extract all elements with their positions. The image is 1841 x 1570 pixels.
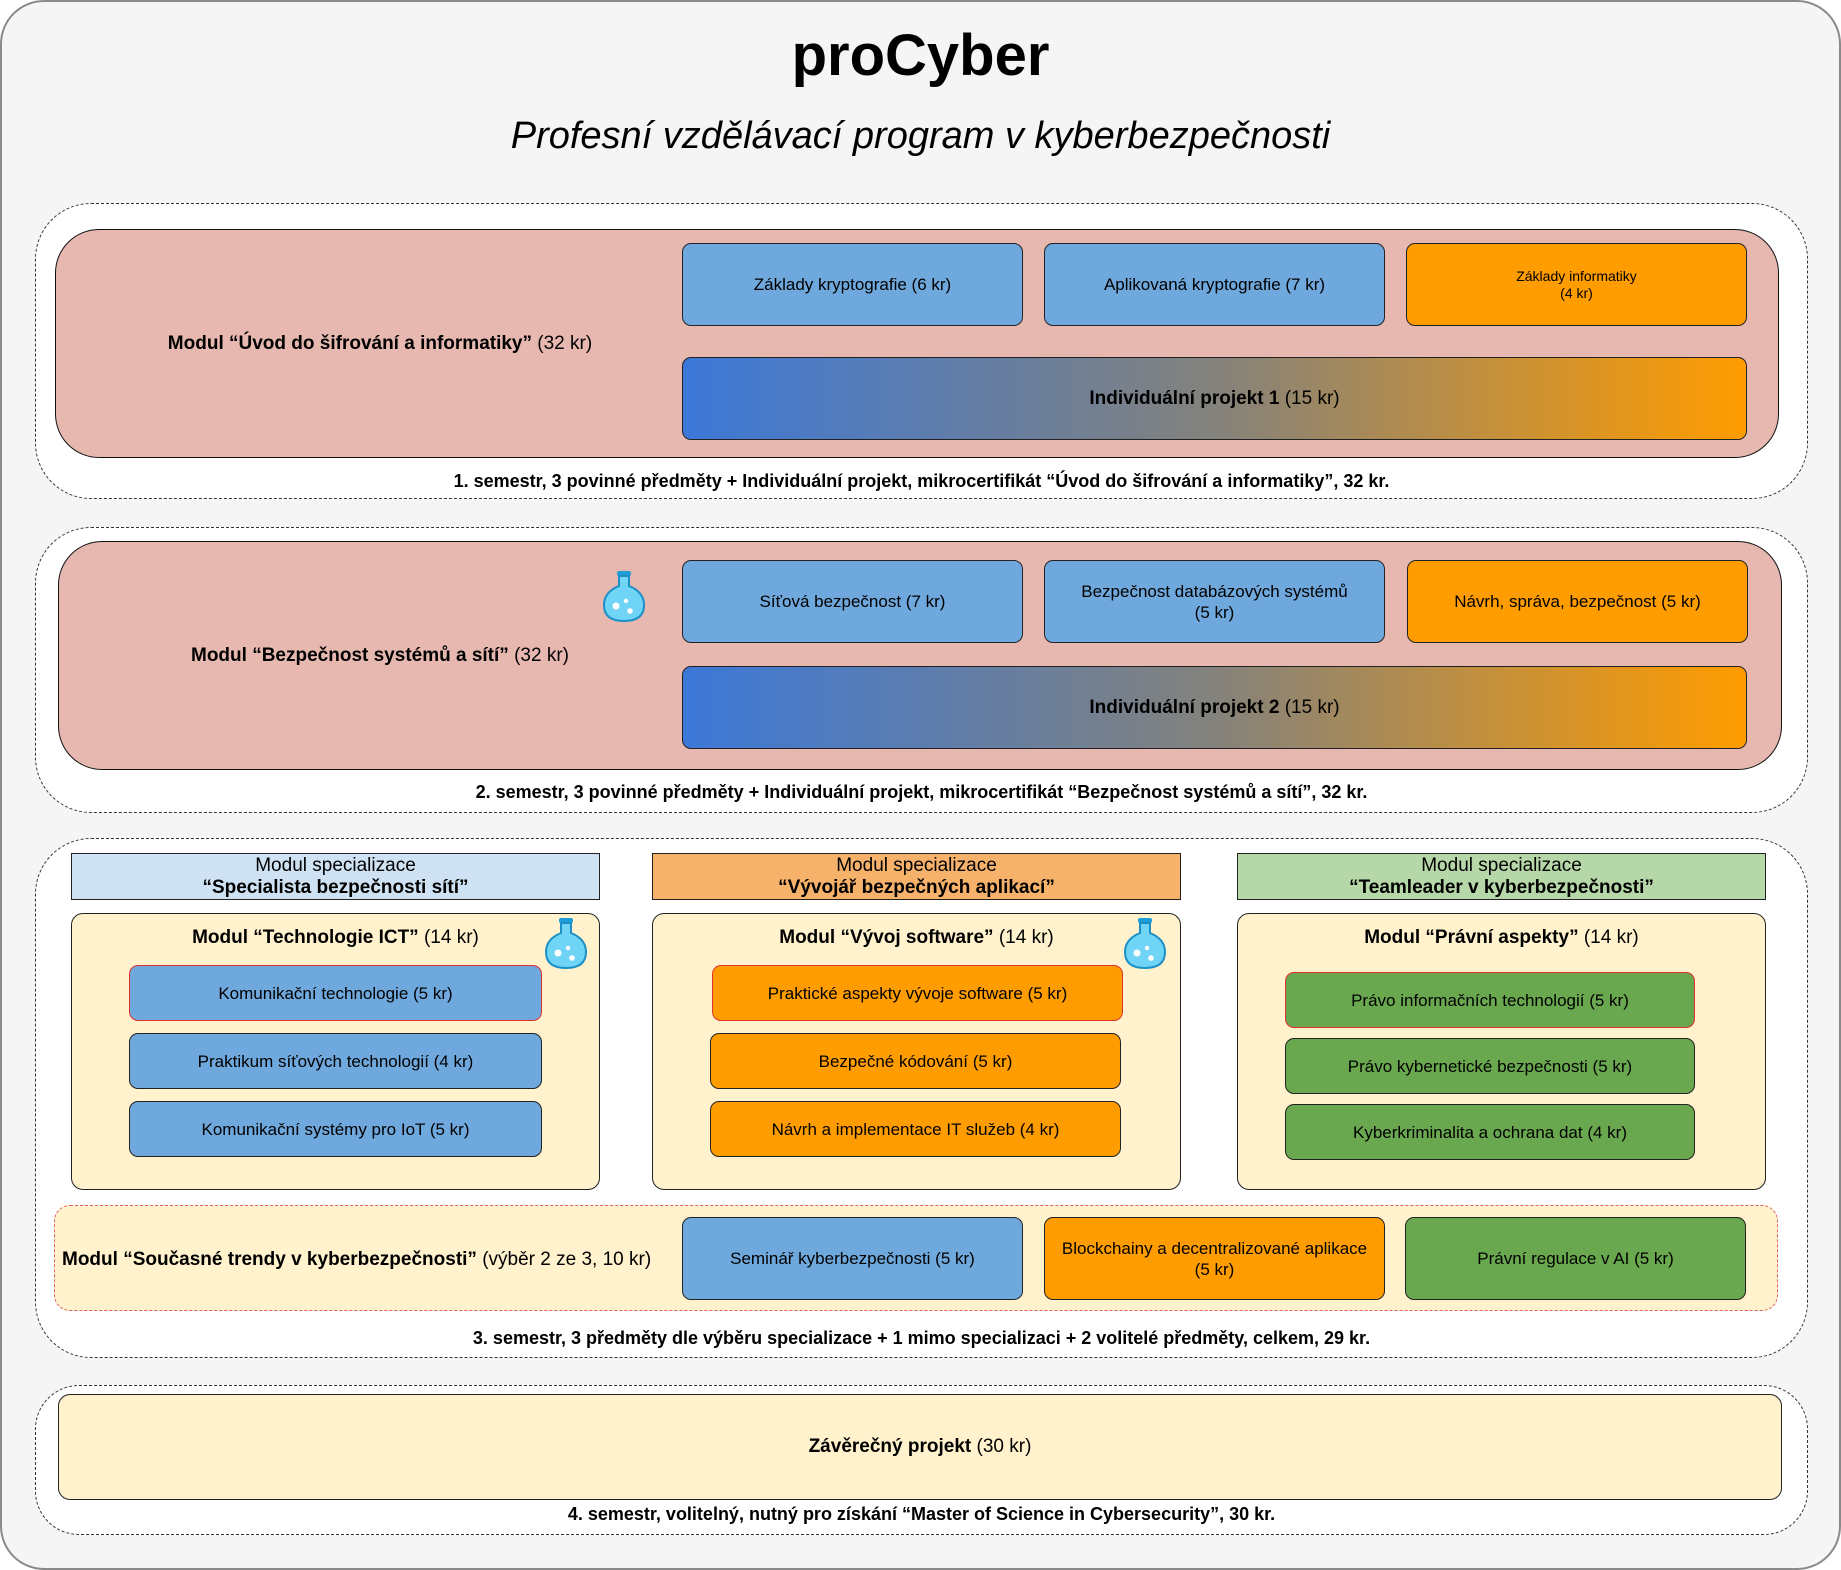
course-name: Bezpečnost databázových systémů (1081, 581, 1348, 601)
project-credits: (15 kr) (1279, 697, 1340, 718)
spec-module-title: Modul “Technologie ICT” (14 kr) (71, 927, 600, 949)
spec-header-vyvojar: Modul specializace “Vývojář bezpečných a… (652, 853, 1181, 900)
semester-1-module-label: Modul “Úvod do šifrování a informatiky” … (70, 324, 690, 364)
course-bezpecnost-databazovych-systemu: Bezpečnost databázových systémů (5 kr) (1044, 560, 1385, 643)
course-navrh-implementace-it-sluzeb: Návrh a implementace IT služeb (4 kr) (710, 1101, 1121, 1157)
semester-1-caption: 1. semestr, 3 povinné předměty + Individ… (453, 471, 1390, 491)
module-credits: (32 kr) (508, 645, 569, 666)
course-aplikovana-kryptografie: Aplikovaná kryptografie (7 kr) (1044, 243, 1385, 326)
course-seminar-kyberbezpecnosti: Seminář kyberbezpečnosti (5 kr) (682, 1217, 1023, 1300)
course-bezpecne-kodovani: Bezpečné kódování (5 kr) (710, 1033, 1121, 1089)
page-title: proCyber (791, 23, 1050, 88)
project-name: Individuální projekt 1 (1089, 388, 1280, 409)
course-komunikacni-technologie: Komunikační technologie (5 kr) (129, 965, 542, 1021)
individual-project-2: Individuální projekt 2 (15 kr) (682, 666, 1747, 749)
course-praktikum-sitovych-technologii: Praktikum síťových technologií (4 kr) (129, 1033, 542, 1089)
course-blockchainy: Blockchainy a decentralizované aplikace … (1044, 1217, 1385, 1300)
course-pravni-regulace-ai: Právní regulace v AI (5 kr) (1405, 1217, 1746, 1300)
spec-header-label: Modul specializace (255, 854, 416, 876)
module-credits: (14 kr) (1578, 927, 1639, 948)
course-kyberkriminalita-ochrana-dat: Kyberkriminalita a ochrana dat (4 kr) (1285, 1104, 1695, 1160)
module-name: Modul “Úvod do šifrování a informatiky” (167, 333, 532, 354)
project-credits: (30 kr) (971, 1436, 1032, 1457)
module-credits: (32 kr) (532, 333, 593, 354)
course-komunikacni-systemy-iot: Komunikační systémy pro IoT (5 kr) (129, 1101, 542, 1157)
module-name: Modul “Současné trendy v kyberbezpečnost… (62, 1249, 477, 1270)
course-pravo-informacnich-technologii: Právo informačních technologií (5 kr) (1285, 972, 1695, 1028)
module-name: Modul “Technologie ICT” (192, 927, 419, 948)
module-name: Modul “Vývoj software” (779, 927, 994, 948)
spec-header-teamleader: Modul specializace “Teamleader v kyberbe… (1237, 853, 1766, 900)
semester-3-caption: 3. semestr, 3 předměty dle výběru specia… (472, 1328, 1371, 1348)
module-name: Modul “Právní aspekty” (1364, 927, 1579, 948)
semester-2-module-label: Modul “Bezpečnost systémů a sítí” (32 kr… (70, 636, 690, 676)
spec-header-sitova: Modul specializace “Specialista bezpečno… (71, 853, 600, 900)
spec-module-title: Modul “Právní aspekty” (14 kr) (1237, 927, 1766, 949)
individual-project-1: Individuální projekt 1 (15 kr) (682, 357, 1747, 440)
project-name: Závěrečný projekt (808, 1436, 972, 1457)
project-credits: (15 kr) (1279, 388, 1340, 409)
module-credits: (výběr 2 ze 3, 10 kr) (476, 1249, 652, 1270)
course-credits: (4 kr) (1560, 284, 1593, 301)
semester-4-caption: 4. semestr, volitelný, nutný pro získání… (567, 1504, 1276, 1524)
spec-header-name: “Specialista bezpečnosti sítí” (202, 876, 469, 898)
module-credits: (14 kr) (993, 927, 1054, 948)
spec-header-label: Modul specializace (836, 854, 997, 876)
page-subtitle: Profesní vzdělávací program v kyberbezpe… (510, 115, 1331, 157)
flask-icon (544, 918, 588, 969)
course-name: Blockchainy a decentralizované aplikace (1061, 1238, 1368, 1258)
course-sitova-bezpecnost: Síťová bezpečnost (7 kr) (682, 560, 1023, 643)
course-name: Základy informatiky (1516, 267, 1637, 284)
course-zaklady-informatiky: Základy informatiky (4 kr) (1406, 243, 1747, 326)
course-navrh-sprava-bezpecnost: Návrh, správa, bezpečnost (5 kr) (1407, 560, 1748, 643)
trends-module-label: Modul “Současné trendy v kyberbezpečnost… (62, 1240, 662, 1280)
course-credits: (5 kr) (1194, 602, 1235, 622)
flask-icon (602, 571, 646, 622)
flask-icon (1123, 918, 1167, 969)
course-credits: (5 kr) (1194, 1259, 1235, 1279)
final-project: Závěrečný projekt (30 kr) (58, 1394, 1782, 1500)
semester-2-caption: 2. semestr, 3 povinné předměty + Individ… (475, 782, 1368, 802)
course-pravo-kyberneticke-bezpecnosti: Právo kybernetické bezpečnosti (5 kr) (1285, 1038, 1695, 1094)
spec-header-label: Modul specializace (1421, 854, 1582, 876)
spec-header-name: “Vývojář bezpečných aplikací” (778, 876, 1055, 898)
module-credits: (14 kr) (418, 927, 479, 948)
spec-module-title: Modul “Vývoj software” (14 kr) (652, 927, 1181, 949)
course-prakticke-aspekty-vyvoje: Praktické aspekty vývoje software (5 kr) (712, 965, 1123, 1021)
module-name: Modul “Bezpečnost systémů a sítí” (191, 645, 509, 666)
project-name: Individuální projekt 2 (1089, 697, 1280, 718)
spec-header-name: “Teamleader v kyberbezpečnosti” (1349, 876, 1654, 898)
course-zaklady-kryptografie: Základy kryptografie (6 kr) (682, 243, 1023, 326)
